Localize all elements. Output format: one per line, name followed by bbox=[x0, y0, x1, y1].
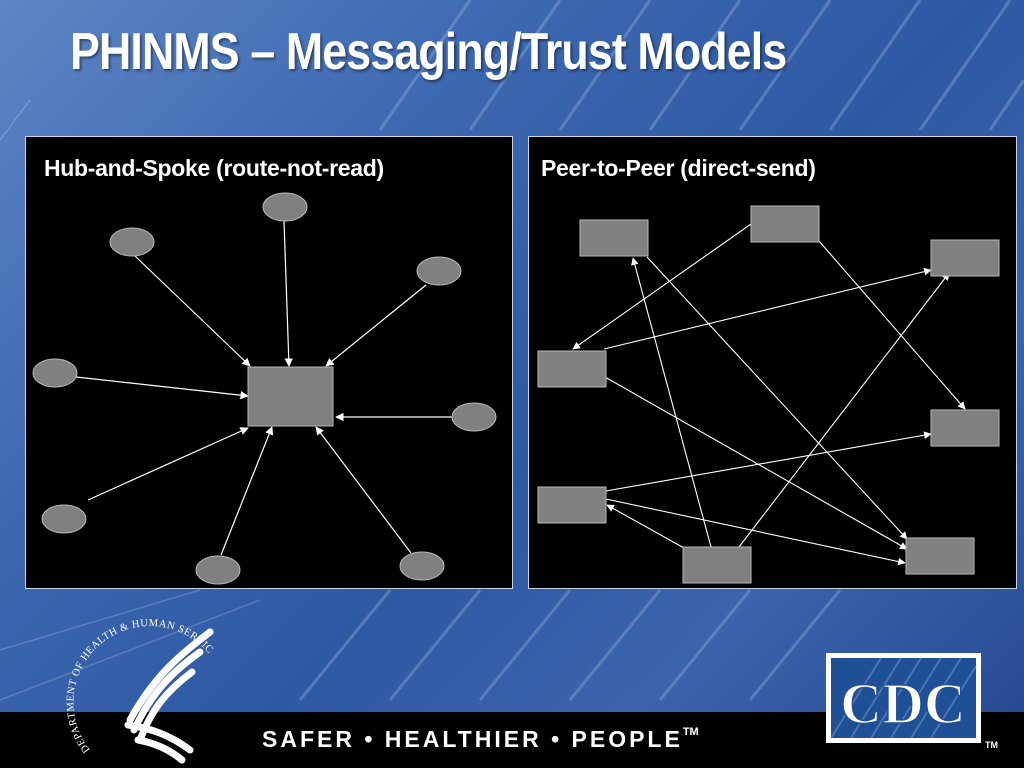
seal-arc-text: DEPARTMENT OF HEALTH & HUMAN SERVICES • … bbox=[60, 600, 215, 755]
cdc-logo-tm: TM bbox=[985, 740, 998, 750]
peer-node-p7 bbox=[682, 546, 752, 584]
peer-node-p1 bbox=[579, 219, 649, 257]
hub-spoke-diagram bbox=[32, 192, 497, 585]
tagline-text: SAFER • HEALTHIER • PEOPLE bbox=[262, 726, 683, 752]
edge-top-right-to-hub bbox=[325, 284, 427, 367]
spoke-node-top-right bbox=[416, 256, 462, 286]
edge-p1-to-p8 bbox=[646, 256, 908, 540]
spoke-node-right bbox=[451, 402, 497, 432]
hub-spoke-panel: Hub-and-Spoke (route-not-read) bbox=[25, 136, 513, 589]
cdc-logo-text: CDC bbox=[840, 671, 966, 736]
hhs-seal-logo: DEPARTMENT OF HEALTH & HUMAN SERVICES • … bbox=[60, 600, 215, 764]
spoke-node-bottom-left bbox=[41, 504, 87, 534]
hub-node bbox=[247, 366, 334, 427]
edge-p7-to-p1 bbox=[631, 257, 712, 548]
cdc-logo: CDC bbox=[826, 653, 981, 743]
footer-tagline: SAFER • HEALTHIER • PEOPLETM bbox=[262, 726, 699, 753]
hub-spoke-label: Hub-and-Spoke (route-not-read) bbox=[44, 155, 384, 181]
edge-bottom-to-hub bbox=[220, 426, 274, 556]
peer-edges bbox=[572, 223, 966, 566]
hub-spoke-edges bbox=[75, 220, 452, 556]
edge-p7-to-p3 bbox=[738, 272, 950, 548]
edge-p6-to-p5 bbox=[605, 431, 932, 492]
spoke-node-top bbox=[262, 192, 308, 222]
edge-p7-to-p6 bbox=[606, 504, 685, 549]
edge-p6-to-p8 bbox=[605, 498, 906, 566]
edge-top-left-to-hub bbox=[134, 255, 251, 367]
slide-title: PHINMS – Messaging/Trust Models bbox=[70, 23, 787, 81]
edge-left-to-hub bbox=[75, 376, 249, 400]
peer-node-p8 bbox=[905, 537, 975, 575]
spoke-node-top-left bbox=[109, 227, 155, 257]
peer-to-peer-diagram bbox=[537, 205, 1000, 584]
edge-bottom-right-to-hub bbox=[315, 426, 412, 554]
edge-p2-to-p5 bbox=[818, 240, 966, 410]
edge-p4-to-p3 bbox=[603, 267, 932, 350]
edge-p2-to-p4 bbox=[572, 223, 752, 350]
spoke-node-bottom bbox=[195, 555, 241, 585]
peer-node-p6 bbox=[537, 486, 607, 524]
edge-top-to-hub bbox=[283, 220, 293, 367]
peer-node-p4 bbox=[537, 350, 607, 388]
edge-bottom-left-to-hub bbox=[87, 427, 249, 501]
peer-node-p3 bbox=[930, 239, 1000, 277]
edge-p4-to-p8 bbox=[604, 376, 908, 550]
peer-to-peer-label: Peer-to-Peer (direct-send) bbox=[541, 155, 816, 181]
spoke-node-bottom-right bbox=[399, 551, 445, 581]
peer-node-p5 bbox=[930, 409, 1000, 447]
tagline-tm: TM bbox=[682, 726, 699, 738]
seal-figure bbox=[124, 628, 214, 764]
peer-node-p2 bbox=[750, 205, 820, 243]
spoke-node-left bbox=[32, 358, 78, 388]
peer-to-peer-panel: Peer-to-Peer (direct-send) bbox=[528, 136, 1017, 589]
